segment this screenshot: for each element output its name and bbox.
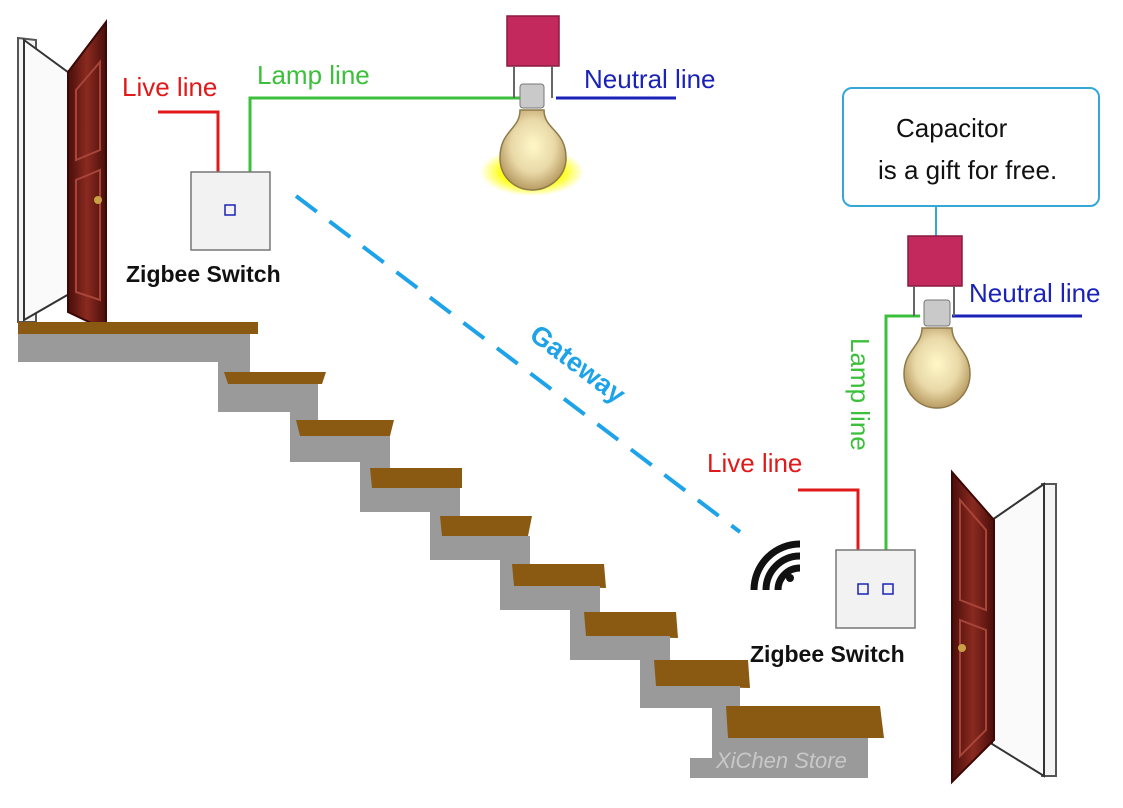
left-lamp-line-label: Lamp line: [257, 60, 370, 90]
left-door: [17, 19, 107, 332]
watermark: XiChen Store: [715, 748, 847, 773]
capacitor-note-line1: Capacitor: [896, 113, 1008, 143]
right-door: [951, 469, 1057, 785]
right-live-line-label: Live line: [707, 448, 802, 478]
right-capacitor: [907, 235, 963, 316]
capacitor-note-box: Capacitor is a gift for free.: [842, 87, 1100, 207]
right-lamp-line-label: Lamp line: [845, 338, 875, 451]
right-zigbee-switch: [835, 549, 916, 629]
left-capacitor: [506, 15, 560, 98]
left-wiring: [158, 96, 676, 172]
gateway-label: Gateway: [524, 319, 631, 410]
right-lamp-bulb: [903, 299, 971, 409]
staircase: [18, 322, 884, 778]
right-neutral-line-label: Neutral line: [969, 278, 1101, 308]
left-neutral-line-label: Neutral line: [584, 64, 716, 94]
left-live-line-label: Live line: [122, 72, 217, 102]
left-switch-label: Zigbee Switch: [126, 261, 281, 287]
gateway-signal-line: [294, 194, 742, 534]
left-lamp-bulb: [480, 83, 584, 196]
left-zigbee-switch: [190, 171, 271, 251]
right-wiring: [798, 207, 1082, 550]
wifi-signal-icon: [750, 540, 801, 591]
right-switch-label: Zigbee Switch: [750, 641, 905, 667]
capacitor-note-line2: is a gift for free.: [878, 155, 1058, 185]
